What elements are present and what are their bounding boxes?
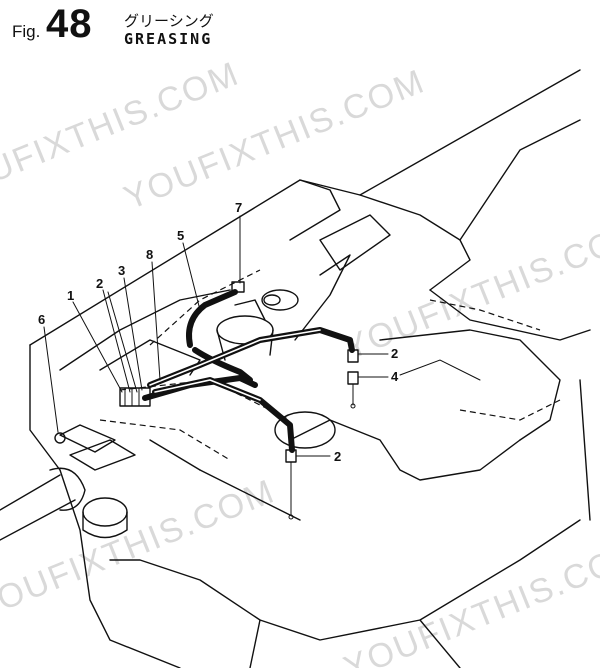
watermark-3: YOUFIXTHIS.COM (339, 212, 600, 367)
callout-8: 8 (146, 247, 153, 262)
callout-1: 1 (67, 288, 74, 303)
callout-5: 5 (177, 228, 184, 243)
fitting-7 (231, 281, 245, 293)
callouts: 7 5 8 3 2 1 6 2 4 2 (38, 200, 399, 464)
callout-2-right: 2 (391, 346, 398, 361)
callout-2-bottom: 2 (334, 449, 341, 464)
figure-number: 48 (46, 2, 93, 46)
pivot-bracket (216, 214, 391, 449)
callout-2-left: 2 (96, 276, 103, 291)
fitting-2-right (347, 349, 359, 363)
manifold-block (119, 387, 151, 407)
watermark-5: YOUFIXTHIS.COM (339, 532, 600, 668)
figure-prefix: Fig. (12, 22, 41, 41)
watermark-4: YOUFIXTHIS.COM (0, 472, 280, 627)
callout-6: 6 (38, 312, 45, 327)
fitting-6 (54, 432, 66, 444)
figure-title-japanese: グリーシング (124, 12, 214, 30)
fitting-4 (347, 371, 359, 385)
callout-7: 7 (235, 200, 242, 215)
grease-hoses (142, 289, 355, 453)
leader-lines (43, 215, 389, 457)
cylinder-rod (0, 424, 136, 541)
figure-title-english: GREASING (124, 30, 213, 48)
watermark-layer: YOUFIXTHIS.COM YOUFIXTHIS.COM YOUFIXTHIS… (0, 54, 600, 668)
callout-4: 4 (391, 369, 399, 384)
figure-header: Fig. 48 グリーシング GREASING (12, 2, 272, 52)
frame-outline (29, 69, 591, 668)
callout-3: 3 (118, 263, 125, 278)
